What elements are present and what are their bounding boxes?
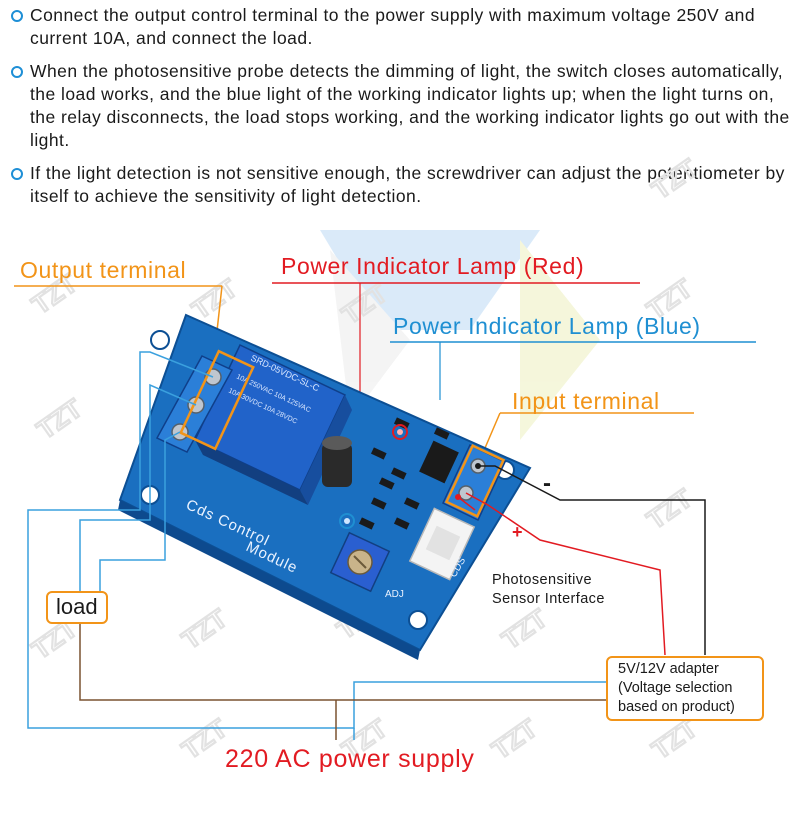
positive-sign: + <box>512 522 523 542</box>
red-led-marker <box>392 424 408 440</box>
output-terminal-highlight <box>179 349 255 451</box>
wire-load-ac <box>79 622 612 701</box>
blue-led <box>344 518 350 524</box>
watermark-text: TZT <box>176 603 232 655</box>
wire-input-positive <box>465 492 666 656</box>
capacitor <box>322 436 352 487</box>
output-terminal-label: Output terminal <box>20 257 187 283</box>
input-terminal-highlight <box>444 444 506 518</box>
bullet-icon <box>11 66 23 78</box>
note-text: If the light detection is not sensitive … <box>30 163 785 206</box>
relay: SRD-05VDC-SL-C 10A 250VAC 10A 125VAC 10A… <box>194 343 352 505</box>
negative-sign: - <box>543 470 551 497</box>
sensor-connector <box>408 507 476 581</box>
instruction-notes: Connect the output control terminal to t… <box>6 4 796 218</box>
note-text: When the photosensitive probe detects th… <box>30 61 790 150</box>
note-text: Connect the output control terminal to t… <box>30 5 756 48</box>
note-item: If the light detection is not sensitive … <box>6 162 796 208</box>
smd-components <box>338 417 450 560</box>
power-blue-label: Power Indicator Lamp (Blue) <box>393 313 701 339</box>
input-terminal-label: Input terminal <box>512 388 660 414</box>
watermark-text: TZT <box>186 273 242 325</box>
negative-point <box>475 463 481 469</box>
note-item: Connect the output control terminal to t… <box>6 4 796 50</box>
logo-watermark <box>320 230 600 440</box>
watermark-text: TZT <box>496 603 552 655</box>
watermark-text: TZT <box>641 483 697 535</box>
mount-hole <box>150 330 170 350</box>
adapter-box: 5V/12V adapter (Voltage selection based … <box>606 656 764 721</box>
bullet-icon <box>11 10 23 22</box>
potentiometer <box>329 531 391 593</box>
bullet-icon <box>11 168 23 180</box>
silkscreen-adj: ADJ <box>385 589 404 600</box>
watermark-text: TZT <box>486 713 542 765</box>
blue-led-marker <box>339 513 355 529</box>
wire-output-bottom <box>99 431 181 598</box>
wire-output-mid <box>79 383 197 600</box>
watermark-text: TZT <box>31 393 87 445</box>
power-red-label: Power Indicator Lamp (Red) <box>281 253 585 279</box>
positive-stub <box>457 496 476 511</box>
wire-output-top <box>27 351 612 729</box>
wire-input-negative <box>478 465 706 655</box>
mount-hole <box>408 610 428 630</box>
note-item: When the photosensitive probe detects th… <box>6 60 796 152</box>
input-label-leader <box>484 412 501 449</box>
watermark-text: TZT <box>646 153 702 205</box>
ic-chip <box>419 440 459 484</box>
red-led <box>397 429 403 435</box>
wires <box>27 351 706 740</box>
ac-supply-label: 220 AC power supply <box>225 745 475 773</box>
load-box: load <box>46 591 108 624</box>
relay-module-board: SRD-05VDC-SL-C 10A 250VAC 10A 125VAC 10A… <box>118 313 532 660</box>
sensor-interface-label: Photosensitive Sensor Interface <box>492 572 605 607</box>
